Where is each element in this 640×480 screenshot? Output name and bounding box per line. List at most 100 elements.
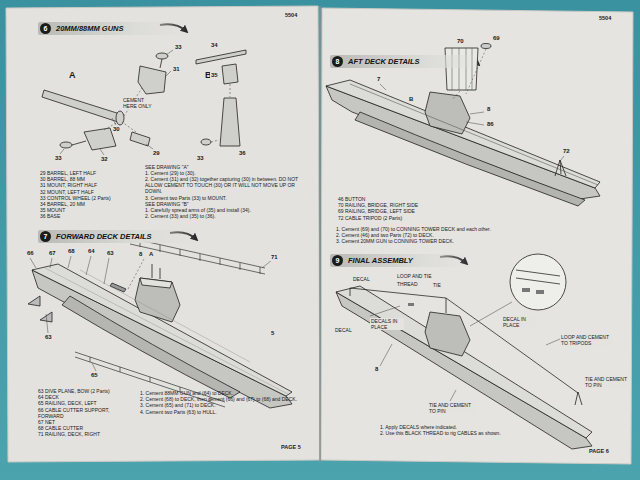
callout-number: 70	[456, 38, 465, 45]
callout-number: A	[148, 251, 154, 258]
parts-list-item: 66 CABLE CUTTER SUPPORT, FORWARD	[38, 407, 136, 419]
text-column: SEE DRAWING "A"1. Cement (29) to (30).2.…	[145, 164, 310, 219]
callout-number: 36	[238, 150, 247, 157]
parts-list-item: 35 MOUNT	[40, 207, 138, 213]
callout-number: 32	[100, 156, 109, 163]
parts-list-item: 36 BASE	[40, 213, 138, 219]
parts-list-item: 67 NET	[38, 419, 136, 425]
callout-number: 72	[562, 148, 571, 155]
page-number: 5504	[284, 12, 298, 18]
text-column: 1. Cement 88MM GUN and (64) to DECK.2. C…	[140, 390, 308, 415]
instruction-text: 2. Cement (46) and two Parts (72) to DEC…	[336, 232, 616, 238]
parts-list-item: 72 CABLE TRIPOD (2 Parts)	[338, 215, 468, 221]
callout-number: 30	[112, 126, 121, 133]
assembly-note: LOOP AND TIE	[396, 273, 433, 279]
assembly-note: TIE	[432, 282, 442, 288]
callout-number: 34	[210, 42, 219, 49]
assembly-note: LOOP AND CEMENT TO TRIPODS	[560, 334, 612, 346]
instruction-text: 1. Carefully spread arms of (35) and ins…	[145, 207, 310, 213]
assembly-note: THREAD	[396, 281, 419, 287]
step-title: FORWARD DECK DETAILS	[56, 232, 152, 242]
parts-list-item: 34 BARREL, 20 MM	[40, 201, 138, 207]
parts-list-item: 31 MOUNT, RIGHT HALF	[40, 182, 138, 188]
parts-list-item: 71 RAILING, DECK, RIGHT	[38, 431, 136, 437]
assembly-note: DECALS IN PLACE	[370, 318, 404, 330]
text-column: 1. Cement (69) and (70) to CONNING TOWER…	[336, 226, 616, 245]
parts-list-item: 68 CABLE CUTTER	[38, 425, 136, 431]
step-banner: 6 20MM/88MM GUNS	[38, 22, 188, 35]
instruction-text: 2. Use this BLACK THREAD to rig CABLES a…	[380, 430, 550, 436]
callout-number: 29	[152, 150, 161, 157]
assembly-note: CEMENT HERE ONLY	[122, 97, 158, 109]
parts-list-item: 30 BARREL, 88 MM	[40, 176, 138, 182]
page-number: PAGE 5	[280, 444, 302, 450]
step-number: 8	[332, 56, 343, 67]
parts-list-item: 70 RAILING, BRIDGE, RIGHT SIDE	[338, 202, 468, 208]
callout-number: 66	[26, 250, 35, 257]
callout-number: 86	[486, 121, 495, 128]
step-banner: 8 AFT DECK DETAILS	[330, 55, 480, 68]
callout-number: 71	[270, 254, 279, 261]
callout-number: 65	[90, 372, 99, 379]
instruction-text: 2. Cement (31) and (32) together capturi…	[145, 176, 310, 194]
callout-number: 8	[486, 106, 491, 113]
text-column: 46 BUTTON70 RAILING, BRIDGE, RIGHT SIDE6…	[338, 196, 468, 221]
parts-list-item: 63 DIVE PLANE, BOW (2 Parts)	[38, 388, 136, 394]
step-number: 6	[40, 23, 51, 34]
instruction-text: SEE DRAWING "A"	[145, 164, 310, 170]
callout-number: 68	[67, 248, 76, 255]
callout-number: 33	[174, 44, 183, 51]
callout-number: 33	[196, 155, 205, 162]
page-number: 5504	[598, 15, 612, 21]
callout-number: 63	[44, 334, 53, 341]
instruction-text: 1. Cement (69) and (70) to CONNING TOWER…	[336, 226, 616, 232]
callout-number: 7	[376, 76, 381, 83]
text-column: 63 DIVE PLANE, BOW (2 Parts)64 DECK65 RA…	[38, 388, 136, 437]
callout-number: B	[408, 96, 414, 103]
step-title: 20MM/88MM GUNS	[56, 24, 124, 34]
instruction-text: 3. Cement 20MM GUN to CONNING TOWER DECK…	[336, 238, 616, 244]
callout-number: 33	[54, 155, 63, 162]
instruction-text: 1. Cement 88MM GUN and (64) to DECK.	[140, 390, 308, 396]
instruction-text: 2. Cement (68) to DECK, then cement (66)…	[140, 396, 308, 402]
assembly-note: TIE AND CEMENT TO PIN	[428, 402, 476, 414]
instruction-text: SEE DRAWING "B"	[145, 201, 310, 207]
instruction-text: 3. Cement (65) and (71) to DECK.	[140, 402, 308, 408]
step-banner: 9 FINAL ASSEMBLY	[330, 254, 470, 267]
step-title: AFT DECK DETAILS	[348, 57, 420, 67]
callout-number: 69	[492, 35, 501, 42]
parts-list-item: 69 RAILING, BRIDGE, LEFT SIDE	[338, 208, 468, 214]
assembly-note: DECAL IN PLACE	[502, 316, 536, 328]
instruction-text: 4. Cement two Parts (63) to HULL.	[140, 409, 308, 415]
step-title: FINAL ASSEMBLY	[348, 256, 413, 266]
assembly-note: DECAL	[352, 276, 371, 282]
instruction-text: 1. Apply DECALS where indicated.	[380, 424, 550, 430]
callout-number: 5	[270, 330, 275, 337]
text-column: 29 BARREL, LEFT HALF30 BARREL, 88 MM31 M…	[40, 170, 138, 220]
assembly-note: DECAL	[334, 327, 353, 333]
parts-list-item: 46 BUTTON	[338, 196, 468, 202]
instruction-text: 1. Cement (29) to (30).	[145, 170, 310, 176]
text-column: 1. Apply DECALS where indicated.2. Use t…	[380, 424, 550, 436]
page-number: PAGE 6	[588, 448, 610, 454]
parts-list-item: 32 MOUNT, LEFT HALF	[40, 189, 138, 195]
instruction-text: 2. Cement (33) and (35) to (36).	[145, 213, 310, 219]
callout-number: 64	[87, 248, 96, 255]
callout-number: 31	[172, 66, 181, 73]
callout-number: 35	[210, 72, 219, 79]
parts-list-item: 29 BARREL, LEFT HALF	[40, 170, 138, 176]
callout-number: 8	[138, 251, 143, 258]
parts-list-item: 64 DECK	[38, 394, 136, 400]
step-number: 7	[40, 231, 51, 242]
parts-list-item: 65 RAILING, DECK, LEFT	[38, 400, 136, 406]
instruction-text: 3. Cement two Parts (33) to MOUNT.	[145, 195, 310, 201]
callout-number: 67	[48, 250, 57, 257]
step-number: 9	[332, 255, 343, 266]
parts-list-item: 33 CONTROL WHEEL (2 Parts)	[40, 195, 138, 201]
step-banner: 7 FORWARD DECK DETAILS	[38, 230, 198, 243]
callout-number: 63	[106, 250, 115, 257]
callout-number: 8	[374, 366, 379, 373]
drawing-letter: A	[68, 70, 77, 80]
assembly-note: TIE AND CEMENT TO PIN	[584, 376, 628, 388]
